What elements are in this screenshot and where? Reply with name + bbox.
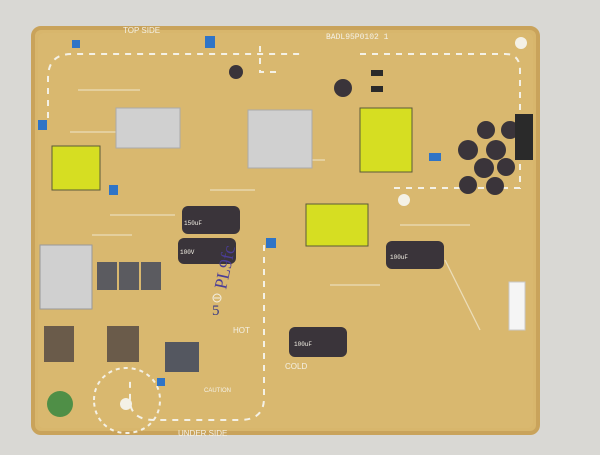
cluster-cap-2 — [501, 121, 519, 139]
cluster-cap-5 — [474, 158, 494, 178]
bulk-capacitor-2 — [178, 238, 236, 264]
blue-capacitor-left — [72, 40, 80, 48]
electrolytic-small-1 — [334, 79, 352, 97]
cap-text-4: 100uF — [294, 341, 312, 348]
hot-cold-separator — [129, 245, 265, 421]
top-corner-outline — [259, 46, 282, 73]
ground-symbol-icon — [212, 293, 222, 303]
blue-part-2 — [109, 185, 118, 195]
filter-inductor-left — [44, 326, 74, 362]
ground-circle — [212, 293, 222, 303]
transformer-center — [305, 203, 369, 247]
cluster-cap-3 — [458, 140, 478, 160]
input-relay — [39, 244, 93, 310]
cluster-cap-1 — [477, 121, 495, 139]
transformer-left — [51, 145, 101, 191]
blue-part-3 — [266, 238, 276, 248]
fuse-outline — [93, 366, 162, 435]
choke-1 — [97, 262, 117, 290]
under-side-label: UNDER SIDE — [178, 429, 227, 438]
top-dashed-outline — [47, 53, 521, 189]
cap-text-3: 100uF — [390, 254, 408, 261]
top-right-connector — [515, 114, 533, 160]
mount-hole-bottom — [120, 398, 132, 410]
varistor — [47, 391, 73, 417]
cluster-cap-8 — [486, 177, 504, 195]
bulk-capacitor-1 — [182, 206, 240, 234]
capacitor-right-center — [386, 241, 444, 269]
cluster-cap-6 — [497, 158, 515, 176]
capacitor-bottom-center — [289, 327, 347, 357]
cluster-cap-4 — [486, 140, 506, 160]
cap-text-2: 100V — [180, 249, 195, 256]
blue-part-5 — [429, 153, 441, 161]
filter-inductor-right — [107, 326, 139, 362]
diode-top-2 — [371, 86, 383, 92]
blue-part-1 — [38, 120, 47, 130]
blue-capacitor-top — [205, 36, 215, 48]
blue-part-4 — [157, 378, 165, 386]
transformer-top-right — [359, 107, 413, 173]
heatsink-center — [247, 109, 313, 169]
cluster-cap-7 — [459, 176, 477, 194]
cold-label: COLD — [285, 362, 307, 371]
board-code: BADL95P0102 1 — [326, 33, 389, 42]
top-side-label: TOP SIDE — [123, 26, 160, 35]
cap-text-1: 150uF — [184, 220, 202, 227]
handwritten-number: 5 — [212, 303, 220, 319]
heatsink-left — [115, 107, 181, 149]
capacitor-cluster — [458, 121, 519, 195]
small-capacitor-top — [229, 65, 243, 79]
choke-2 — [119, 262, 139, 290]
output-connector — [508, 281, 526, 331]
diode-top-1 — [371, 70, 383, 76]
hot-label: HOT — [233, 326, 250, 335]
bridge-rectifier — [165, 342, 199, 372]
caution-label: CAUTION — [204, 388, 231, 394]
choke-3 — [141, 262, 161, 290]
mount-hole-center — [398, 194, 410, 206]
mount-hole-top-right — [515, 37, 527, 49]
